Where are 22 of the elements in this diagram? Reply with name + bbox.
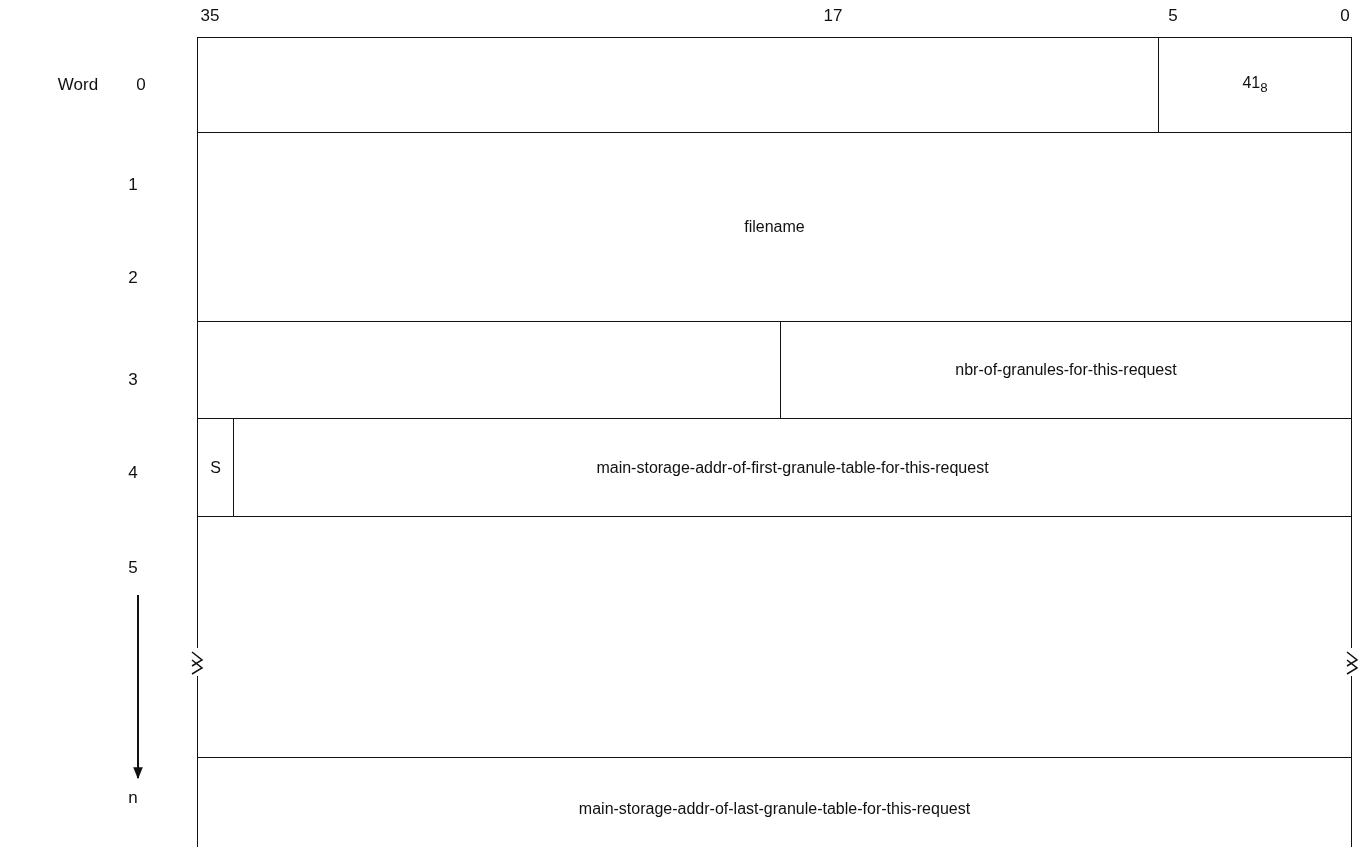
word-number: 4 [128, 463, 138, 483]
bit-number: 0 [1340, 6, 1350, 26]
field-box [1158, 37, 1352, 133]
field-box [197, 132, 1352, 322]
empty-field-box [197, 37, 1159, 133]
row-heading: Word [57, 75, 99, 95]
field-label: main-storage-addr-of-last-granule-table-for-this-request [578, 800, 971, 818]
word-number: 3 [128, 370, 138, 390]
field-label: main-storage-addr-of-first-granule-table-for-this-request [596, 458, 989, 477]
field-label: filename [744, 218, 805, 236]
word-number: n [128, 788, 138, 808]
field-box [197, 757, 1352, 847]
bit-number: 17 [823, 6, 843, 26]
field-label: 41$_{8}$ [1242, 74, 1268, 96]
bit-number: 35 [200, 6, 220, 26]
word-number: 5 [128, 558, 138, 578]
word-number: 0 [136, 75, 146, 95]
word-number: 2 [128, 268, 138, 288]
field-label: nbr-of-granules-for-this-request [955, 361, 1177, 379]
field-label: S [210, 458, 221, 477]
bit-number: 5 [1168, 6, 1178, 26]
word-number: 1 [128, 175, 138, 195]
